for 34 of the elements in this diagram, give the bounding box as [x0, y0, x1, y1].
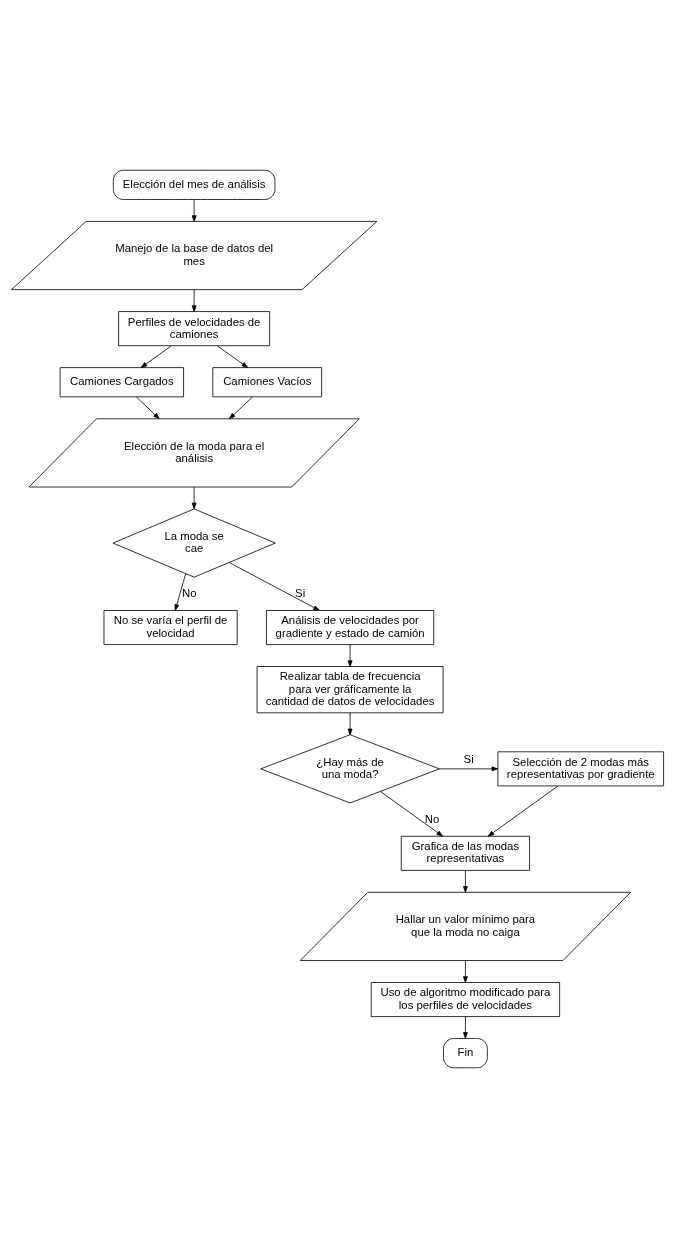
node-box: Elección del mes de análisis [112, 169, 276, 200]
arrow [140, 345, 172, 368]
arrow [347, 712, 353, 735]
arrow [487, 785, 559, 837]
node-box: Grafica de las modas representativas [400, 835, 530, 871]
node-box: Selección de 2 modas más representativas por gradiente [497, 750, 664, 786]
arrow [347, 643, 353, 667]
edge-label: Si [295, 586, 306, 599]
node-box: Camiones Vacíos [212, 366, 323, 397]
node-box: Análisis de velocidades por gradiente y estado de camión [266, 609, 435, 645]
arrow [463, 1015, 468, 1039]
edge-label: No [424, 812, 440, 825]
node-diamond: La moda se cae [112, 508, 276, 578]
arrow [463, 869, 468, 893]
edge-label: No [182, 586, 197, 599]
arrow [439, 765, 499, 771]
arrow [191, 486, 197, 509]
node-box: Camiones Cargados [59, 366, 184, 397]
arrow [229, 396, 253, 419]
arrow [379, 790, 443, 837]
arrow [216, 345, 249, 368]
arrow [174, 572, 187, 611]
arrow [136, 396, 160, 419]
arrow [463, 959, 468, 983]
node-box: Fin [443, 1037, 488, 1068]
node-box: Uso de algoritmo modificado para los perfiles de velocidades [370, 981, 561, 1017]
arrow [191, 198, 197, 222]
node-box: Realizar tabla de frecuencia para ver gráficamente la cantidad de datos de velocidades [256, 665, 444, 713]
arrow [191, 288, 197, 312]
node-diamond: ¿Hay más de una moda? [260, 733, 440, 803]
arrow [229, 561, 320, 611]
node-box: No se varía el perfil de velocidad [103, 609, 238, 645]
node-box: Perfiles de velocidades de camiones [118, 310, 271, 346]
edge-label: Si [463, 752, 474, 765]
